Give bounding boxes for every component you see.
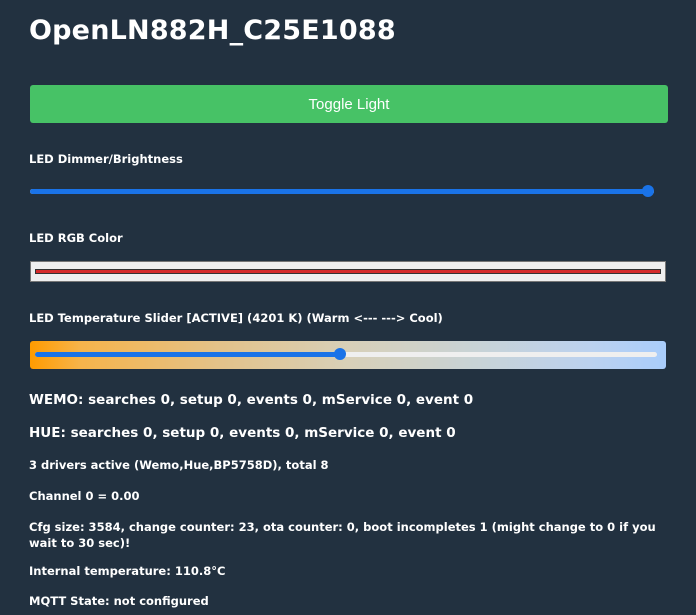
drivers-status: 3 drivers active (Wemo,Hue,BP5758D), tot… <box>29 458 329 472</box>
device-title: OpenLN882H_C25E1088 <box>29 15 396 46</box>
internal-temperature: Internal temperature: 110.8°C <box>29 564 226 578</box>
dimmer-label: LED Dimmer/Brightness <box>29 152 183 166</box>
temperature-slider-fill <box>35 352 340 357</box>
channel-status: Channel 0 = 0.00 <box>29 489 140 503</box>
mqtt-status: MQTT State: not configured <box>29 594 209 608</box>
rgb-color-label: LED RGB Color <box>29 231 123 245</box>
temperature-slider[interactable] <box>30 341 666 369</box>
cfg-status: Cfg size: 3584, change counter: 23, ota … <box>29 520 656 550</box>
rgb-color-picker[interactable] <box>30 261 666 282</box>
temperature-slider-label: LED Temperature Slider [ACTIVE] (4201 K)… <box>29 311 443 325</box>
brightness-slider-fill <box>30 189 651 194</box>
temperature-slider-track <box>35 352 657 357</box>
brightness-slider-thumb[interactable] <box>642 185 654 197</box>
temperature-slider-thumb[interactable] <box>334 348 346 360</box>
rgb-color-swatch <box>35 269 661 274</box>
toggle-light-button[interactable]: Toggle Light <box>30 85 668 123</box>
hue-status: HUE: searches 0, setup 0, events 0, mSer… <box>29 425 456 441</box>
brightness-slider[interactable] <box>30 184 660 200</box>
wemo-status: WEMO: searches 0, setup 0, events 0, mSe… <box>29 392 474 408</box>
